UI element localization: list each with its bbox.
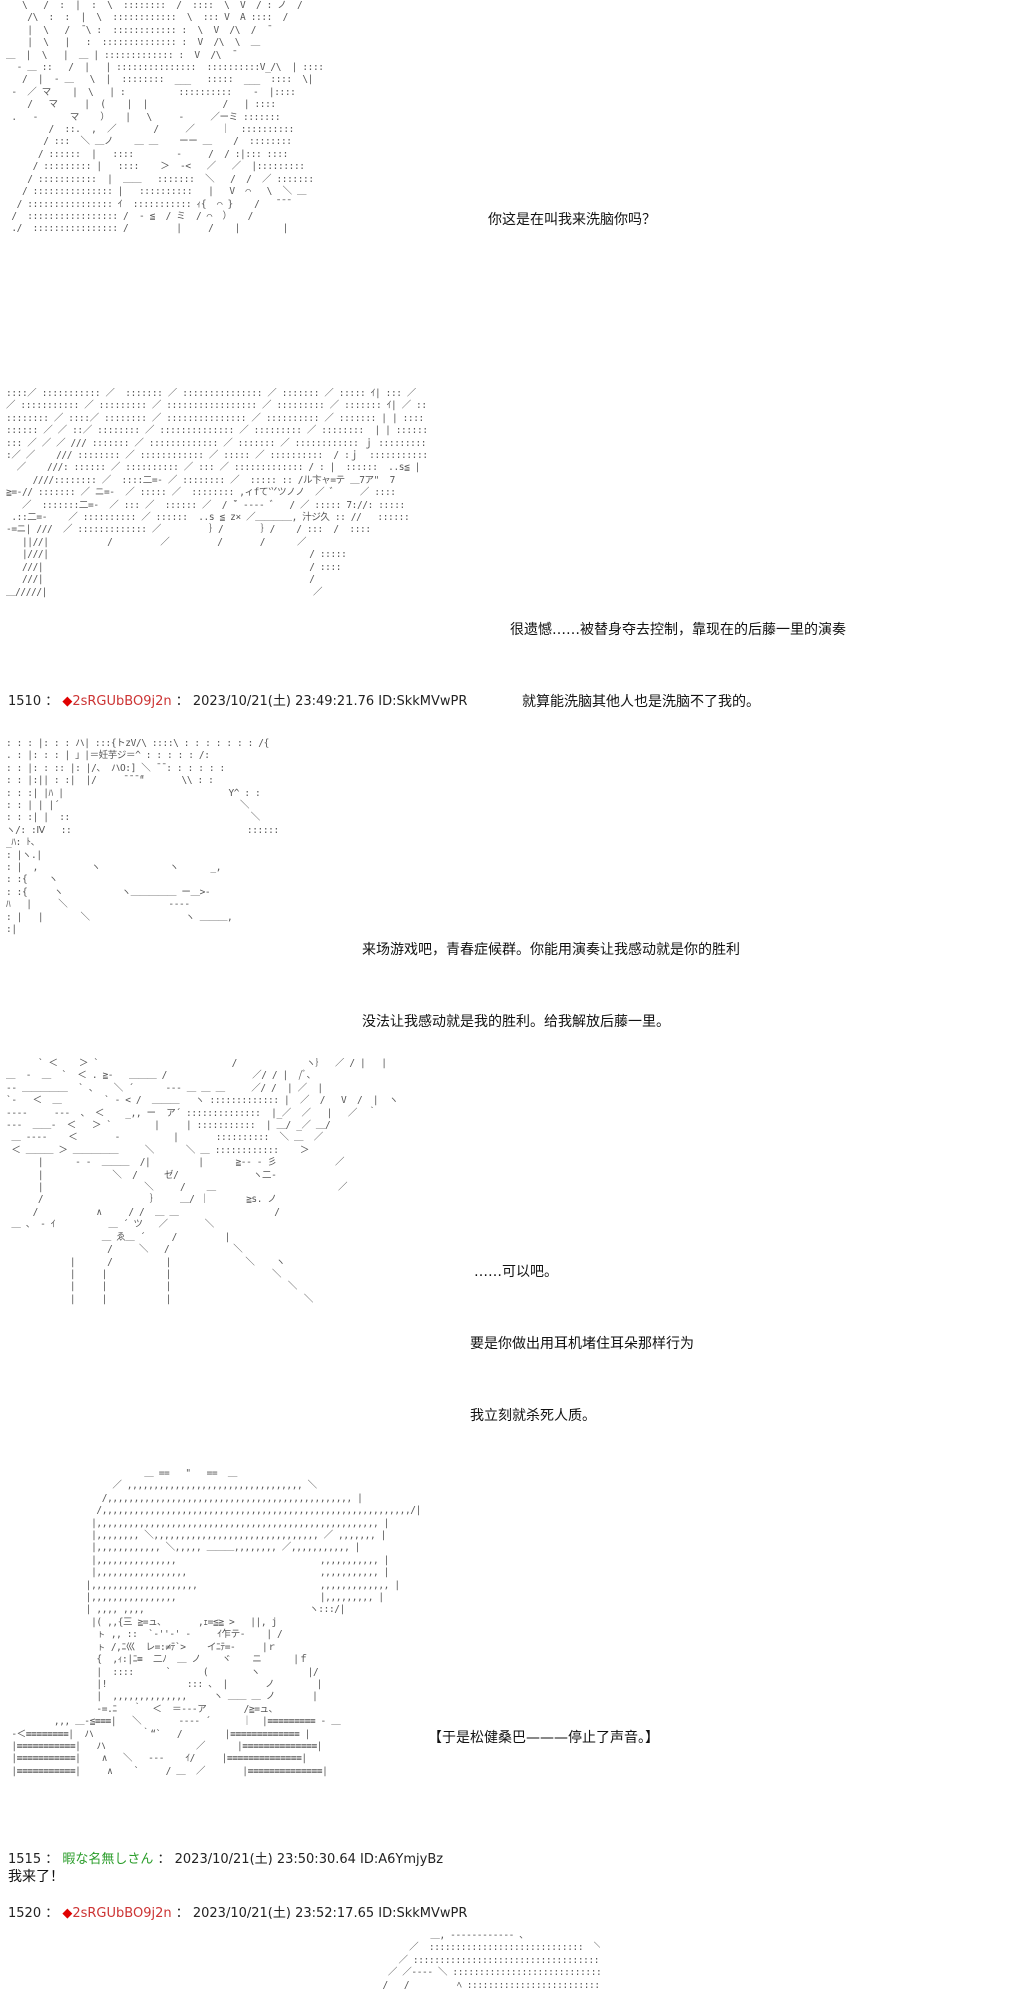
post-datetime: 2023/10/21(土) 23:52:17.65: [192, 1906, 375, 1921]
dialog-line: 来场游戏吧，青春症候群。你能用演奏让我感动就是你的胜利: [362, 942, 740, 958]
ascii-art-character-2: ::::／ ::::::::::: ／ ::::::: ／ ::::::::::…: [6, 388, 426, 598]
ascii-art-character-4: ` ＜ ＞ ` / ヽ｝ ／ / | | ＿ ‐ ＿ ` ＜ . ≧‐ ＿＿＿ …: [6, 1058, 398, 1305]
poster-id[interactable]: ID:SkkMVwPR: [378, 1906, 468, 1921]
post-datetime: 2023/10/21(土) 23:49:21.76: [192, 694, 375, 709]
dialog-4: ……可以吧。 要是你做出用耳机堵住耳朵那样行为 我立刻就杀死人质。: [470, 1222, 694, 1446]
post-header: 1520 ： ◆2sRGUbBO9j2n ： 2023/10/21(土) 23:…: [8, 1906, 468, 1921]
post-header: 1515 ： 暇な名無しさん ： 2023/10/21(土) 23:50:30.…: [8, 1852, 444, 1867]
dialog-line: 很遗憾……被替身夺去控制，靠现在的后藤一里的演奏: [510, 622, 846, 638]
post-number[interactable]: 1515: [8, 1852, 42, 1867]
dialog-line: 就算能洗脑其他人也是洗脑不了我的。: [522, 694, 760, 710]
post-body: 我来了！: [8, 1869, 64, 1885]
poster-id[interactable]: ID:SkkMVwPR: [378, 694, 468, 709]
post-datetime: 2023/10/21(土) 23:50:30.64: [174, 1852, 356, 1867]
ascii-art-character-6: ＿, ‐‐‐‐‐‐‐‐‐‐‐‐ ､ ／ ::::::::::::::::::::…: [382, 1930, 600, 1991]
dialog-1: 你这是在叫我来洗脑你吗？: [488, 170, 656, 250]
dialog-line: 【于是松健桑巴———停止了声音。】: [428, 1730, 659, 1746]
trip-marker-icon: ◆: [62, 694, 73, 709]
dialog-3: 来场游戏吧，青春症候群。你能用演奏让我感动就是你的胜利 没法让我感动就是我的胜利…: [362, 900, 740, 1052]
poster-name[interactable]: 暇な名無しさん: [62, 1852, 154, 1867]
dialog-line: 要是你做出用耳机堵住耳朵那样行为: [470, 1336, 694, 1352]
post-number[interactable]: 1510: [8, 694, 42, 709]
post-header: 1510 ： ◆2sRGUbBO9j2n ： 2023/10/21(土) 23:…: [8, 694, 468, 709]
dialog-line: 你这是在叫我来洗脑你吗？: [488, 212, 656, 228]
ascii-art-character-5: ＿ == " == ＿ ／ ,,,,,,,,,,,,,,,,,,,,,,,,,,…: [11, 1468, 421, 1777]
dialog-5: 【于是松健桑巴———停止了声音。】: [428, 1688, 659, 1768]
post-number[interactable]: 1520: [8, 1906, 42, 1921]
trip-marker-icon: ◆: [62, 1906, 73, 1921]
dialog-line: ……可以吧。: [474, 1264, 558, 1280]
dialog-2: 很遗憾……被替身夺去控制，靠现在的后藤一里的演奏 就算能洗脑其他人也是洗脑不了我…: [510, 580, 846, 732]
ascii-art-character-1: \ / : | : \ :::::::: / :::: \ V / : ノ / …: [6, 0, 324, 235]
ascii-art-character-3: : : : |: : : ハ| :::{トzV/\ ::::\ : : : : …: [6, 738, 279, 936]
poster-name[interactable]: 2sRGUbBO9j2n: [72, 1906, 172, 1921]
poster-id[interactable]: ID:A6YmjyBz: [360, 1852, 444, 1867]
poster-name[interactable]: 2sRGUbBO9j2n: [72, 694, 172, 709]
dialog-line: 没法让我感动就是我的胜利。给我解放后藤一里。: [362, 1014, 670, 1030]
dialog-line: 我立刻就杀死人质。: [470, 1408, 596, 1424]
